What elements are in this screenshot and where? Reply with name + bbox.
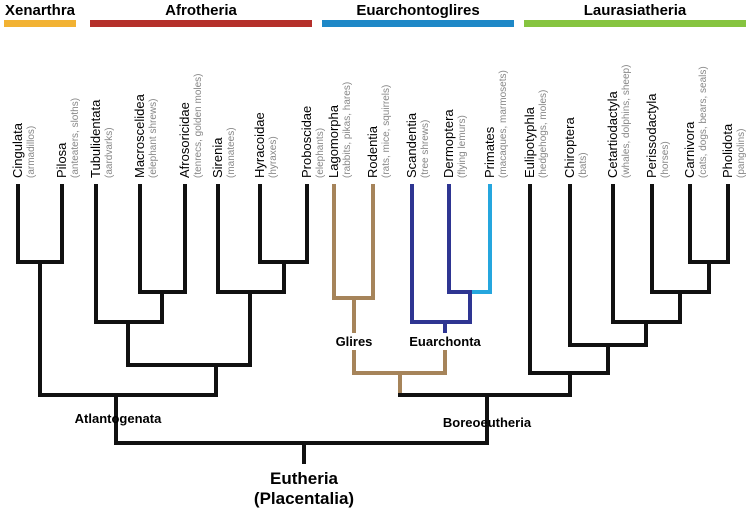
taxon-common-name: (hedgehogs, moles) bbox=[538, 90, 549, 178]
laurasiatheria-label: Laurasiatheria bbox=[584, 2, 687, 19]
taxon-common-name: (pangolins) bbox=[736, 129, 747, 178]
xenarthra-label: Xenarthra bbox=[5, 2, 76, 19]
taxon-common-name: (flying lemurs) bbox=[457, 115, 468, 178]
taxon-name: Scandentia bbox=[404, 112, 419, 178]
euarchontoglires-label: Euarchontoglires bbox=[356, 2, 479, 19]
boreoeutheria-label: Boreoeutheria bbox=[443, 415, 532, 430]
taxon-label: Eulipotyphla(hedgehogs, moles) bbox=[522, 90, 549, 178]
branch-segment bbox=[94, 184, 164, 324]
branch-segment bbox=[216, 184, 286, 294]
taxon-name: Dermoptera bbox=[441, 109, 456, 178]
taxon-label: Proboscidae(elephants) bbox=[299, 106, 326, 178]
taxon-common-name: (horses) bbox=[660, 141, 671, 178]
taxon-name: Rodentia bbox=[365, 125, 380, 178]
taxon-name: Perissodactyla bbox=[644, 93, 659, 178]
taxon-name: Afrosoricidae bbox=[177, 102, 192, 178]
taxon-label: Lagomorpha(rabbits, pikas, hares) bbox=[326, 82, 353, 178]
branch-segment bbox=[38, 260, 218, 397]
taxon-labels: Cingulata(armadillos) Pilosa(anteaters, s… bbox=[10, 65, 747, 178]
laurasiatheria-bar bbox=[524, 20, 746, 27]
taxon-common-name: (tenrecs, golden moles) bbox=[193, 74, 204, 179]
taxon-common-name: (elephants) bbox=[315, 128, 326, 178]
taxon-name: Cetartiodactyla bbox=[605, 91, 620, 178]
branch-segment bbox=[688, 184, 730, 264]
atlantogenata-label: Atlantogenata bbox=[75, 411, 162, 426]
taxon-label: Perissodactyla(horses) bbox=[644, 93, 671, 178]
placentalia-label: (Placentalia) bbox=[254, 489, 354, 508]
taxon-label: Chiroptera(bats) bbox=[562, 117, 589, 178]
branch-segment bbox=[398, 371, 572, 397]
taxon-label: Afrosoricidae(tenrecs, golden moles) bbox=[177, 74, 204, 179]
branch-segment bbox=[611, 184, 682, 324]
taxon-common-name: (cats, dogs, bears, seals) bbox=[698, 66, 709, 178]
superorder-bars bbox=[4, 20, 746, 27]
taxon-name: Primates bbox=[482, 126, 497, 178]
branch-segment bbox=[258, 184, 309, 264]
taxon-name: Macroscelidea bbox=[132, 93, 147, 178]
branch-segment bbox=[650, 184, 711, 294]
euarchonta-label: Euarchonta bbox=[409, 334, 481, 349]
taxon-name: Lagomorpha bbox=[326, 104, 341, 178]
branch-segment bbox=[410, 184, 472, 324]
branch-segment bbox=[126, 290, 252, 367]
taxon-label: Macroscelidea(elephant shrews) bbox=[132, 93, 159, 178]
taxon-common-name: (armadillos) bbox=[26, 126, 37, 178]
taxon-label: Primates(macaques, marmosets) bbox=[482, 70, 509, 178]
branch-segment bbox=[16, 184, 64, 264]
afrotheria-bar bbox=[90, 20, 312, 27]
taxon-name: Chiroptera bbox=[562, 117, 577, 178]
taxon-name: Tubulidentata bbox=[88, 99, 103, 178]
taxon-common-name: (bats) bbox=[578, 152, 589, 178]
taxon-label: Rodentia(rats, mice, squirrels) bbox=[365, 85, 392, 178]
taxon-common-name: (tree shrews) bbox=[420, 120, 431, 178]
branch-segment bbox=[138, 184, 187, 294]
taxon-label: Scandentia(tree shrews) bbox=[404, 112, 431, 178]
taxon-common-name: (anteaters, sloths) bbox=[70, 98, 81, 178]
branch-segment bbox=[114, 408, 489, 445]
superorder-labels: Xenarthra Afrotheria Euarchontoglires La… bbox=[5, 2, 687, 19]
xenarthra-bar bbox=[4, 20, 76, 27]
taxon-common-name: (elephant shrews) bbox=[148, 99, 159, 178]
branch-segment bbox=[447, 184, 472, 294]
taxon-name: Pilosa bbox=[54, 142, 69, 178]
taxon-common-name: (hyraxes) bbox=[268, 136, 279, 178]
branches bbox=[16, 184, 730, 464]
taxon-name: Cingulata bbox=[10, 122, 25, 178]
taxon-label: Cetartiodactyla(whales, dolphins, sheep) bbox=[605, 65, 632, 178]
taxon-name: Proboscidae bbox=[299, 106, 314, 178]
eutheria-label: Eutheria bbox=[270, 469, 339, 488]
taxon-label: Tubulidentata(aardvarks) bbox=[88, 99, 115, 178]
taxon-label: Dermoptera(flying lemurs) bbox=[441, 109, 468, 178]
taxon-common-name: (rabbits, pikas, hares) bbox=[342, 82, 353, 178]
taxon-name: Hyracoidae bbox=[252, 112, 267, 178]
taxon-label: Pholidota(pangolins) bbox=[720, 123, 747, 178]
afrotheria-label: Afrotheria bbox=[165, 2, 237, 19]
taxon-label: Pilosa(anteaters, sloths) bbox=[54, 98, 81, 178]
taxon-name: Sirenia bbox=[210, 137, 225, 178]
taxon-label: Sirenia(manatees) bbox=[210, 127, 237, 178]
taxon-common-name: (aardvarks) bbox=[104, 127, 115, 178]
glires-label: Glires bbox=[336, 334, 373, 349]
taxon-label: Carnivora(cats, dogs, bears, seals) bbox=[682, 66, 709, 178]
euarchontoglires-bar bbox=[322, 20, 514, 27]
branch-segment bbox=[332, 184, 375, 300]
taxon-common-name: (whales, dolphins, sheep) bbox=[621, 65, 632, 178]
taxon-label: Cingulata(armadillos) bbox=[10, 122, 37, 178]
taxon-name: Carnivora bbox=[682, 121, 697, 178]
taxon-common-name: (macaques, marmosets) bbox=[498, 70, 509, 178]
branch-segment bbox=[352, 350, 447, 375]
taxon-label: Hyracoidae(hyraxes) bbox=[252, 112, 279, 178]
taxon-name: Eulipotyphla bbox=[522, 106, 537, 178]
taxon-common-name: (rats, mice, squirrels) bbox=[381, 85, 392, 178]
taxon-common-name: (manatees) bbox=[226, 127, 237, 178]
taxon-name: Pholidota bbox=[720, 123, 735, 178]
branch-segment bbox=[468, 184, 492, 294]
